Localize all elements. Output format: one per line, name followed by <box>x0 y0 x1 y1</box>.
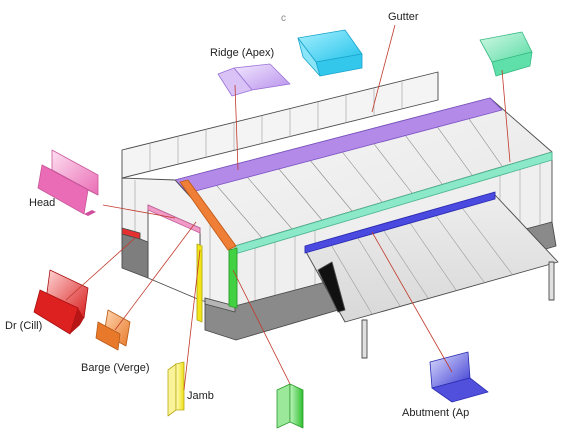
stray-mark: c <box>281 13 286 24</box>
cill-flashing <box>121 227 141 240</box>
building <box>121 71 559 359</box>
canopy-sheets <box>329 204 513 315</box>
back-wall <box>121 71 439 179</box>
corner-flashing <box>228 247 238 309</box>
abutment-piece-icon <box>429 351 489 403</box>
gutter-piece-icon <box>297 29 363 77</box>
label-head: Head <box>29 197 56 209</box>
label-cill: Dr (Cill) <box>5 320 43 332</box>
label-barge: Barge (Verge) <box>81 362 150 374</box>
canopy-post-right <box>548 261 555 301</box>
front-base-top <box>204 297 236 313</box>
flashing-pieces <box>33 29 533 429</box>
label-jamb: Jamb <box>187 390 214 402</box>
corner-piece-icon <box>276 383 304 429</box>
label-abutment: Abutment (Ap <box>402 407 470 419</box>
back-wall-panels <box>149 81 403 171</box>
abutment-flashing <box>304 191 496 254</box>
head-piece-icon <box>37 149 99 216</box>
cill-piece-icon <box>33 269 89 335</box>
leader-lines <box>65 24 511 391</box>
ridge-flashing <box>174 97 503 194</box>
head-flashing <box>147 204 201 234</box>
top-right-piece-icon <box>479 31 533 77</box>
label-ridge: Ridge (Apex) <box>210 47 275 59</box>
canopy-post-front <box>361 319 368 359</box>
ridge-piece-icon <box>217 63 291 97</box>
barge-flashing <box>179 179 237 251</box>
label-gutter: Gutter <box>388 11 419 23</box>
barge-piece-icon <box>95 309 131 351</box>
jamb-piece-icon <box>167 361 185 417</box>
canopy-shadow <box>317 261 346 313</box>
